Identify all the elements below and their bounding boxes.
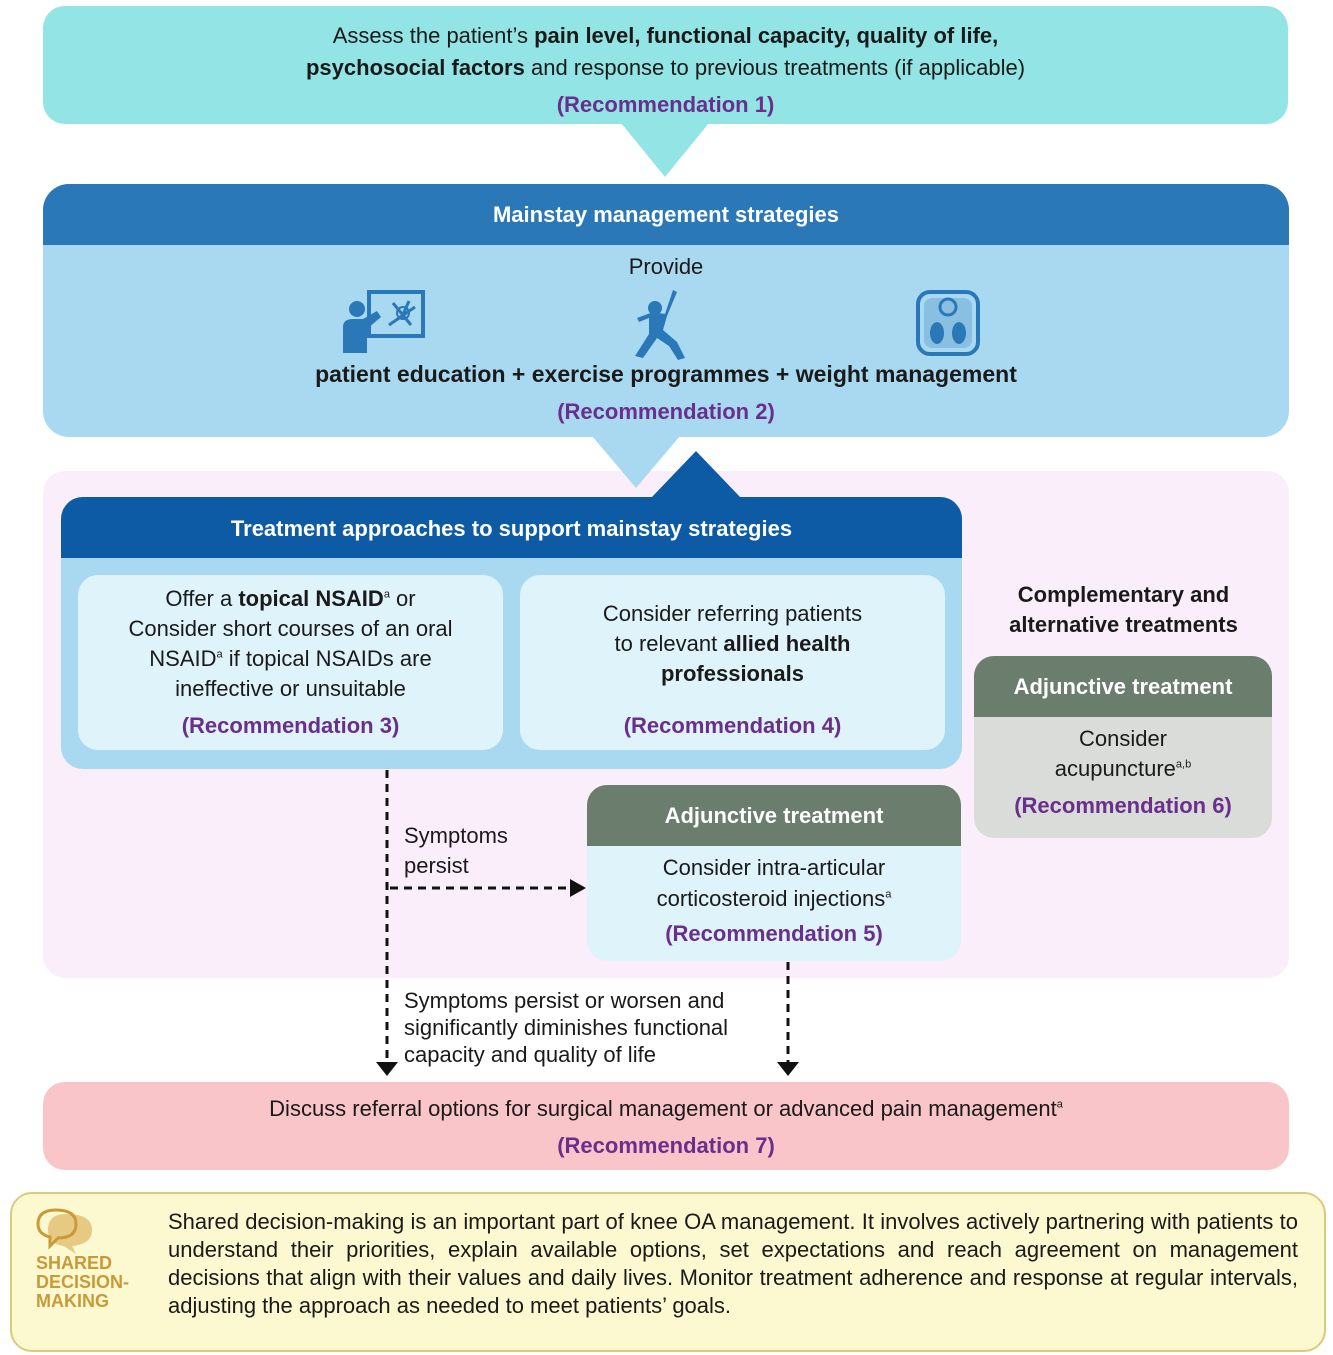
sdm-text: Shared decision-making is an important p… (168, 1209, 1298, 1318)
allied-health-card: Consider referring patients to relevant … (520, 575, 945, 750)
acupuncture-box: Adjunctive treatment Consider acupunctur… (974, 656, 1272, 838)
weight-scale-icon (916, 290, 980, 356)
branch-arrow-head (570, 879, 586, 897)
cat-title-l1: Complementary and (1017, 582, 1230, 607)
recommendation-6-label: (Recommendation 6) (1014, 793, 1232, 818)
referral-text-main: Discuss referral options for surgical ma… (269, 1096, 1057, 1121)
allied-l3-bold: professionals (660, 661, 805, 686)
worsen-l1: Symptoms persist or worsen and (404, 988, 725, 1013)
cat-title-l2: alternative treatments (1009, 612, 1238, 637)
speech-bubbles-icon (36, 1208, 92, 1254)
acupuncture-text: Consider acupuncturea,b (974, 724, 1272, 784)
injection-box-title: Adjunctive treatment (587, 785, 961, 846)
treatment-approaches-box: Treatment approaches to support mainstay… (61, 497, 962, 769)
recommendation-4-label: (Recommendation 4) (623, 713, 842, 738)
provide-label: Provide (628, 254, 704, 279)
nsaid-text: Offer a topical NSAIDa or Consider short… (78, 584, 503, 704)
sdm-label-l3: MAKING (36, 1291, 109, 1311)
sdm-label: SHARED DECISION- MAKING (36, 1254, 129, 1311)
nsaid-l1-pre: Offer a (165, 586, 239, 611)
assess-text: Assess the patient’s pain level, functio… (43, 20, 1288, 84)
mainstay-title: Mainstay management strategies (43, 184, 1289, 245)
acupuncture-sup: a,b (1175, 758, 1192, 771)
mainstay-box: Mainstay management strategies Provide p… (43, 184, 1289, 437)
nsaid-l3-sup: a (216, 648, 223, 661)
recommendation-5-label: (Recommendation 5) (665, 921, 883, 946)
recommendation-1-label: (Recommendation 1) (556, 92, 775, 117)
assess-box: Assess the patient’s pain level, functio… (43, 6, 1288, 124)
worsen-l2: significantly diminishes functional (404, 1015, 729, 1040)
sdm-label-l2: DECISION- (36, 1272, 130, 1292)
nsaid-l1-sup: a (383, 588, 390, 601)
injection-l1: Consider intra-articular (662, 855, 886, 880)
assess-bold-2: psychosocial factors (305, 55, 525, 80)
symptoms-worsen-label: Symptoms persist or worsen and significa… (404, 987, 728, 1068)
allied-l1: Consider referring patients (602, 601, 863, 626)
symptoms-l2: persist (404, 853, 469, 878)
nsaid-l3-post: if topical NSAIDs are (222, 646, 432, 671)
nsaid-l1-post: or (389, 586, 416, 611)
cat-title: Complementary and alternative treatments (972, 580, 1275, 640)
nsaid-l2: Consider short courses of an oral (128, 616, 453, 641)
worsen-l3: capacity and quality of life (404, 1042, 656, 1067)
injection-l2: corticosteroid injections (656, 886, 886, 911)
nsaid-card: Offer a topical NSAIDa or Consider short… (78, 575, 503, 750)
recommendation-2-label: (Recommendation 2) (557, 399, 775, 424)
allied-health-text: Consider referring patients to relevant … (520, 599, 945, 689)
assess-pre: Assess the patient’s (332, 23, 535, 48)
teaching-icon (343, 290, 425, 353)
allied-l2-pre: to relevant (614, 631, 724, 656)
referral-box: Discuss referral options for surgical ma… (43, 1082, 1289, 1170)
recommendation-3-label: (Recommendation 3) (181, 713, 400, 738)
left-arrow-head (376, 1062, 398, 1076)
treatment-header-notch (651, 451, 741, 498)
injection-text: Consider intra-articular corticosteroid … (587, 852, 961, 914)
recommendation-7-label: (Recommendation 7) (557, 1133, 775, 1158)
acupuncture-l1: Consider (1078, 726, 1168, 751)
assess-post: and response to previous treatments (if … (524, 55, 1026, 80)
treatment-approaches-title: Treatment approaches to support mainstay… (61, 497, 962, 558)
referral-sup: a (1056, 1098, 1063, 1111)
symptoms-persist-label: Symptoms persist (404, 821, 508, 881)
acupuncture-l2: acupuncture (1054, 756, 1176, 781)
injection-box: Adjunctive treatment Consider intra-arti… (587, 785, 961, 961)
mainstay-items: patient education + exercise programmes … (315, 361, 1017, 387)
nsaid-l4: ineffective or unsuitable (175, 676, 406, 701)
symptoms-l1: Symptoms (404, 823, 508, 848)
nsaid-l3-pre: NSAID (149, 646, 217, 671)
assess-bold-1: pain level, functional capacity, quality… (534, 23, 999, 48)
injection-sup: a (885, 888, 892, 901)
sdm-label-l1: SHARED (36, 1253, 113, 1273)
allied-l2-bold: allied health (723, 631, 851, 656)
exercise-icon (635, 290, 685, 360)
right-arrow-head (777, 1062, 799, 1076)
referral-text: Discuss referral options for surgical ma… (43, 1096, 1289, 1122)
assess-down-arrow (621, 123, 709, 177)
shared-decision-making-box: SHARED DECISION- MAKING Shared decision-… (10, 1192, 1326, 1352)
acupuncture-box-title: Adjunctive treatment (974, 656, 1272, 717)
nsaid-l1-bold: topical NSAID (238, 586, 384, 611)
